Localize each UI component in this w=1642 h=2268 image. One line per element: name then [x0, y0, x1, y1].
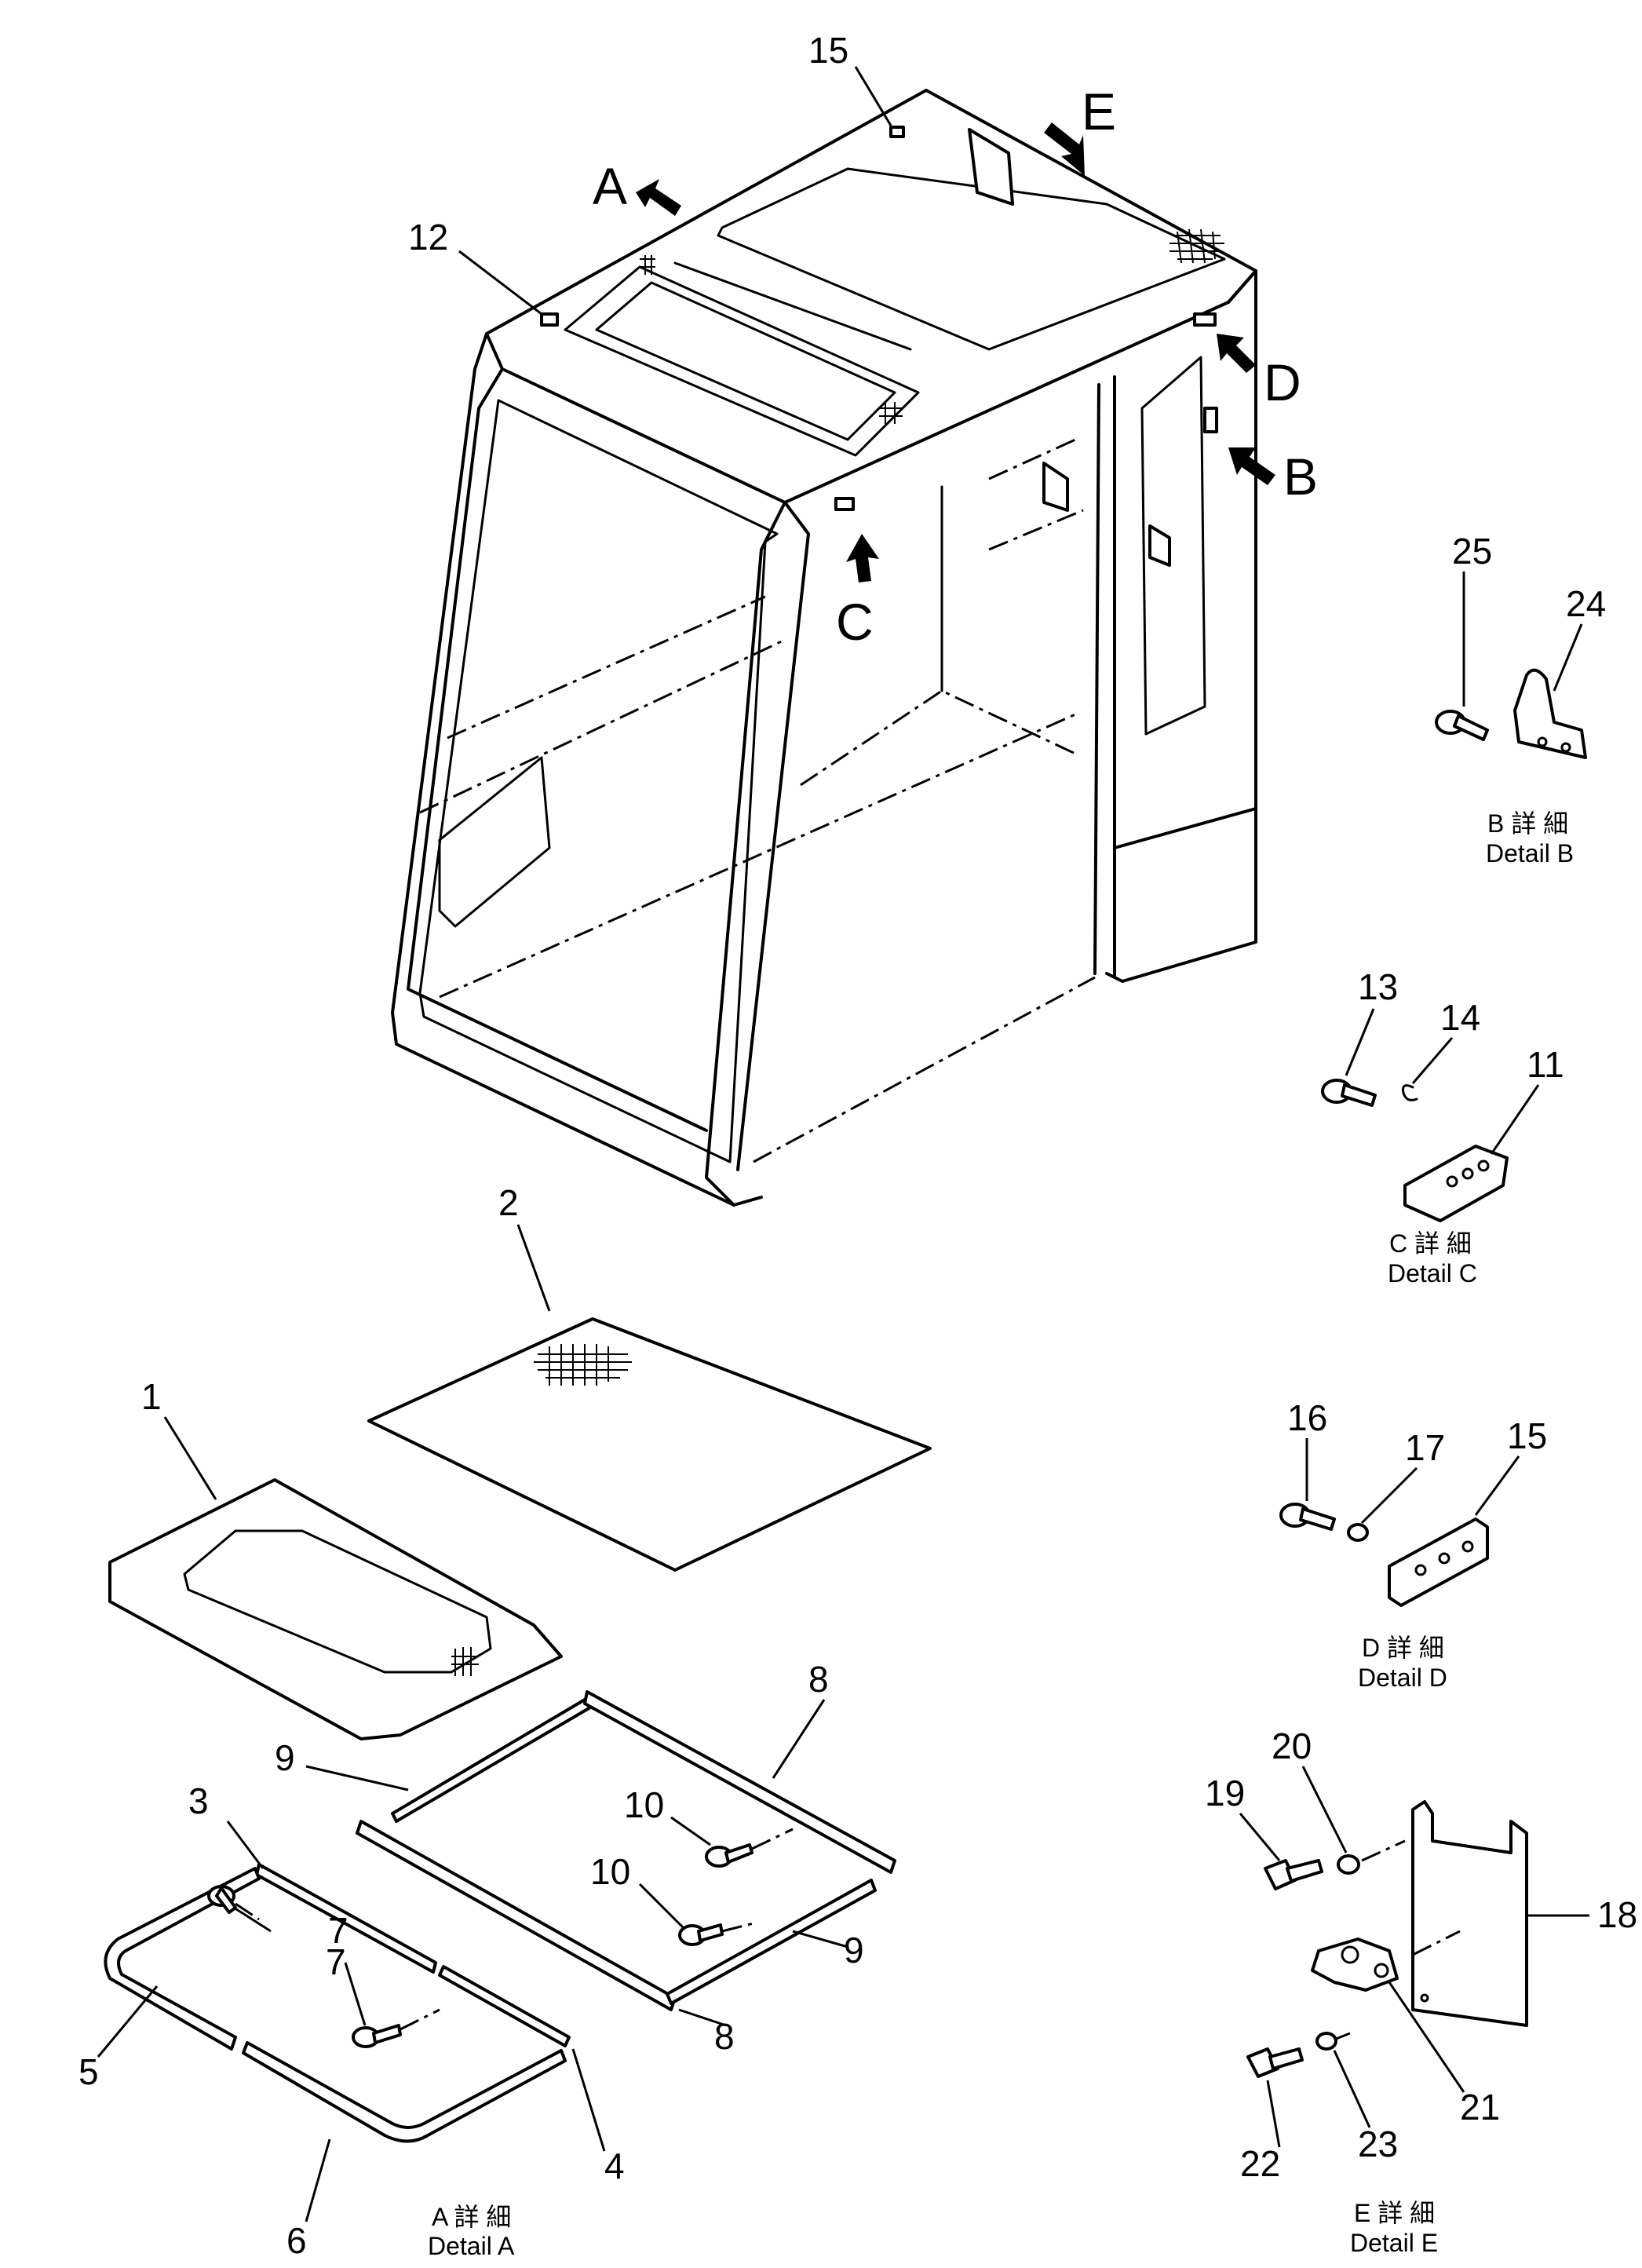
callout-10-lower: 10 — [590, 1851, 630, 1892]
callout-15-detail-d: 15 — [1507, 1415, 1547, 1456]
part-13-bolt — [1321, 1079, 1377, 1107]
bracket-b-on-cab — [1203, 407, 1218, 433]
part-25-bolt — [1435, 710, 1489, 741]
part-4-strip — [438, 1965, 571, 2047]
roof-tab-12 — [540, 312, 559, 327]
part-14-lockwasher — [1402, 1084, 1418, 1101]
part-19-bolt — [1264, 1859, 1323, 1890]
detail-a-caption-en: Detail A — [428, 2232, 515, 2260]
bracket-e-on-cab — [968, 128, 1014, 206]
callout-22: 22 — [1240, 2143, 1280, 2184]
view-label-d: D — [1264, 353, 1301, 411]
view-arrow-a: A — [593, 157, 681, 216]
detail-e-caption-en: Detail E — [1350, 2229, 1438, 2257]
detail-e-parts — [1246, 1800, 1528, 2078]
view-arrow-c: C — [836, 534, 879, 651]
callout-7-b-label: 7 — [328, 1910, 348, 1951]
part-7-screw-b — [352, 2024, 402, 2048]
callout-13: 13 — [1358, 966, 1398, 1007]
callout-12: 12 — [408, 217, 448, 257]
callout-8-upper: 8 — [808, 1659, 829, 1700]
callout-3: 3 — [188, 1780, 209, 1821]
detail-b-caption-jp: B 詳 細 — [1487, 809, 1568, 838]
detail-a-caption-jp: A 詳 細 — [432, 2203, 511, 2231]
part-8-strip-lower — [356, 1820, 677, 2011]
callout-6: 6 — [286, 2220, 307, 2261]
part-10-screw-a — [705, 1843, 753, 1868]
callout-9-lower: 9 — [844, 1930, 864, 1970]
callout-10-upper: 10 — [624, 1784, 664, 1825]
detail-b-parts — [1435, 668, 1587, 759]
bracket-c-on-cab — [834, 497, 855, 511]
callout-14: 14 — [1440, 997, 1480, 1038]
callout-21: 21 — [1460, 2087, 1500, 2127]
detail-b-caption-en: Detail B — [1486, 839, 1574, 867]
part-8-strip-upper — [583, 1690, 896, 1874]
bracket-d-on-cab — [1193, 312, 1217, 327]
callout-11: 11 — [1527, 1044, 1564, 1085]
detail-c-caption-jp: C 詳 細 — [1389, 1229, 1472, 1258]
part-21-latch — [1311, 1937, 1399, 1992]
cab-assembly — [391, 89, 1257, 1207]
part-16-bolt — [1279, 1503, 1336, 1531]
callout-16: 16 — [1287, 1397, 1327, 1438]
callout-2: 2 — [498, 1182, 519, 1223]
roof-mesh-pattern — [640, 228, 1224, 424]
part-17-washer — [1347, 1523, 1369, 1542]
callout-19: 19 — [1205, 1773, 1245, 1813]
view-arrow-e: E — [1044, 82, 1116, 176]
callout-9-upper: 9 — [275, 1737, 295, 1778]
part-10-screw-b — [678, 1923, 724, 1946]
view-label-b: B — [1283, 447, 1318, 506]
part-2-roof-panel — [367, 1317, 932, 1572]
detail-c-parts — [1321, 1079, 1509, 1222]
part-9-strip-lower — [666, 1879, 877, 2005]
part-22-bolt — [1246, 2047, 1304, 2078]
detail-e-caption-jp: E 詳 細 — [1354, 2199, 1435, 2227]
part-18-bracket — [1411, 1800, 1528, 2027]
view-label-a: A — [593, 157, 627, 215]
callout-18: 18 — [1597, 1894, 1637, 1935]
part-20-washer — [1337, 1854, 1360, 1875]
part-7-screw-a — [207, 1885, 237, 1914]
callout-4: 4 — [604, 2146, 625, 2186]
view-arrow-b: B — [1228, 447, 1318, 506]
roof-tab-15 — [889, 126, 905, 138]
detail-d-caption-jp: D 詳 細 — [1362, 1634, 1444, 1662]
part-6-corner-strip — [242, 2041, 567, 2143]
detail-d-caption-en: Detail D — [1358, 1664, 1447, 1692]
door-latch — [1148, 524, 1171, 567]
view-label-e: E — [1082, 82, 1116, 141]
callout-24: 24 — [1566, 583, 1606, 624]
detail-d-parts — [1279, 1503, 1489, 1607]
callout-1: 1 — [141, 1376, 162, 1417]
callout-23: 23 — [1358, 2124, 1398, 2164]
callout-20: 20 — [1272, 1726, 1312, 1766]
interior-bracket — [1042, 462, 1069, 512]
part-23-washer — [1315, 2032, 1337, 2051]
detail-a-parts — [104, 1690, 896, 2143]
callout-7-a: 7 — [326, 1941, 346, 1982]
view-arrow-d: D — [1217, 334, 1301, 411]
part-24-hook-bracket — [1513, 668, 1587, 759]
part-5-corner-strip — [104, 1867, 261, 2051]
callout-5: 5 — [78, 2051, 99, 2092]
part-15-plate — [1388, 1517, 1489, 1607]
callout-15-top: 15 — [808, 30, 848, 71]
detail-c-caption-en: Detail C — [1388, 1259, 1477, 1287]
callout-25: 25 — [1452, 531, 1492, 572]
view-label-c: C — [836, 593, 874, 651]
callout-17: 17 — [1405, 1427, 1445, 1468]
part-1-window-panel — [108, 1478, 563, 1740]
